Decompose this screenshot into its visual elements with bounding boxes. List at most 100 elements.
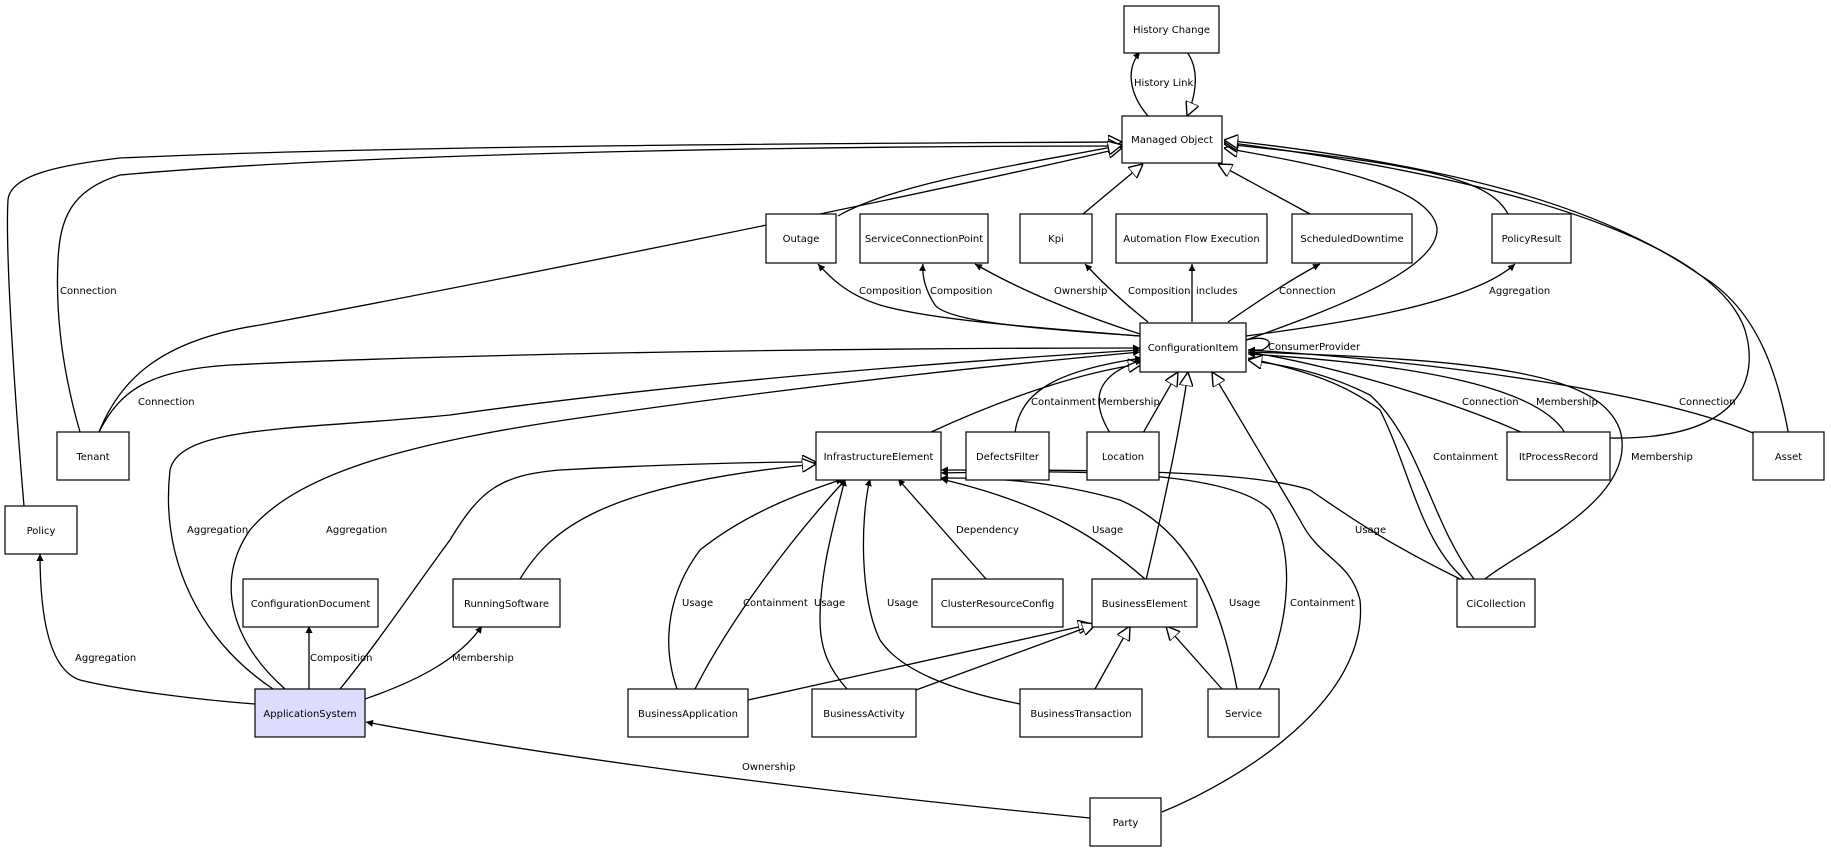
node-policy[interactable]: Policy [4,505,78,555]
node-label: ConfigurationItem [1148,343,1239,354]
node-label: InfrastructureElement [824,452,934,463]
edge-business-application-business-element [747,624,1092,701]
node-configuration-document[interactable]: ConfigurationDocument [242,578,379,628]
node-label: DefectsFilter [976,452,1040,463]
edge-outage-managed-object [837,145,1122,217]
node-business-transaction[interactable]: BusinessTransaction [1019,688,1143,738]
edge-running-software-infrastructure-element [519,464,816,580]
node-ci-collection[interactable]: CiCollection [1456,578,1536,628]
edge-application-system-ci-2 [230,349,1141,690]
edge-label-tenant-connection-ci: Connection [138,397,195,408]
node-policy-result[interactable]: PolicyResult [1491,213,1572,264]
node-label: CiCollection [1466,599,1525,610]
node-business-activity[interactable]: BusinessActivity [811,688,917,738]
node-label: History Change [1133,25,1210,36]
node-label: Managed Object [1131,135,1213,146]
edge-label-bact-usage: Usage [814,598,845,609]
edge-history-change-managed-object [1187,51,1195,116]
node-label: ItProcessRecord [1519,452,1598,463]
edge-configuration-item-managed-object [1224,148,1438,347]
edge-it-process-record-ci-membership [1247,350,1566,434]
edge-party-application-system [365,719,1091,819]
edge-label-cic-usage: Usage [1355,525,1386,536]
edge-label-ba-containment: Containment [743,598,808,609]
nodes: History Change Managed Object Outage Ser… [4,5,1825,847]
node-service[interactable]: Service [1207,688,1280,738]
node-label: ServiceConnectionPoint [865,234,983,245]
node-history-change[interactable]: History Change [1123,5,1220,54]
edge-label-cic-containment: Containment [1433,452,1498,463]
node-managed-object[interactable]: Managed Object [1121,115,1223,164]
edge-label-scp-composition: Composition [930,286,992,297]
node-label: Location [1102,452,1144,463]
edge-ci-service-connection-point [918,263,1141,337]
node-kpi[interactable]: Kpi [1019,213,1093,264]
edge-label-tenant-connection-mo: Connection [60,286,117,297]
edge-ci-collection-ie-usage [940,466,1461,580]
edge-service-business-element [1166,626,1223,690]
node-label: BusinessApplication [638,709,738,720]
edge-infrastructure-element-ci [928,364,1142,434]
node-label: BusinessActivity [823,709,905,720]
node-label: Kpi [1048,234,1064,245]
edge-label-outage-composition: Composition [859,286,921,297]
node-it-process-record[interactable]: ItProcessRecord [1506,431,1611,481]
node-defects-filter[interactable]: DefectsFilter [965,431,1050,481]
edge-label-as-aggregation-1: Aggregation [187,525,248,536]
edge-label-cd-composition: Composition [310,653,372,664]
node-scheduled-downtime[interactable]: ScheduledDowntime [1291,213,1413,264]
edge-label-policy-aggregation: Aggregation [75,653,136,664]
edge-tenant-managed-object-2 [98,148,1122,433]
node-label: BusinessTransaction [1030,709,1131,720]
node-outage[interactable]: Outage [765,213,837,264]
edge-ci-kpi-composition [1084,263,1149,323]
node-label: Tenant [75,452,109,463]
node-label: ClusterResourceConfig [941,599,1054,610]
edge-ci-collection-ci-membership [1247,348,1623,580]
edge-it-process-record-managed-object [1224,142,1750,439]
edge-business-application-ie-containment [694,478,847,690]
edge-cluster-resource-config-ie [897,478,987,580]
edge-tenant-ci-connection [98,344,1141,433]
edge-ci-policy-result [1245,263,1516,337]
edge-location-ci-membership [1098,358,1143,434]
node-cluster-resource-config[interactable]: ClusterResourceConfig [931,578,1064,628]
edge-label-itpr-membership: Membership [1536,397,1598,408]
edge-ci-consumer-provider [1245,337,1270,354]
edge-label-crc-dependency: Dependency [956,525,1019,536]
edge-label-svc-containment: Containment [1290,598,1355,609]
node-application-system[interactable]: ApplicationSystem [254,688,366,738]
edge-business-activity-ie [819,478,848,690]
node-running-software[interactable]: RunningSoftware [452,578,561,628]
node-label: Automation Flow Execution [1123,234,1260,245]
edge-ci-scheduled-downtime [1227,263,1321,323]
edge-it-process-record-ci-connection [1247,349,1524,434]
node-tenant[interactable]: Tenant [56,431,130,481]
node-label: Policy [27,526,56,537]
edge-label-history-link: History Link [1134,78,1193,89]
edge-ci-collection-ci-containment [1247,356,1465,580]
node-asset[interactable]: Asset [1752,431,1825,481]
node-configuration-item[interactable]: ConfigurationItem [1139,322,1247,373]
node-label: PolicyResult [1502,234,1562,245]
edge-labels: History Link Connection Composition Comp… [60,78,1736,773]
edge-service-ie-containment [940,469,1288,690]
node-business-element[interactable]: BusinessElement [1091,578,1198,628]
node-label: Party [1113,818,1139,829]
node-service-connection-point[interactable]: ServiceConnectionPoint [859,213,989,264]
edge-label-ba-usage: Usage [682,598,713,609]
edge-ci-collection-ci-inherit [1248,360,1475,580]
node-infrastructure-element[interactable]: InfrastructureElement [815,431,942,481]
edge-label-sd-connection: Connection [1279,286,1336,297]
edge-kpi-managed-object [1082,164,1143,215]
edge-label-svc-usage: Usage [1229,598,1260,609]
edge-business-application-ie-usage [668,477,844,690]
edge-label-consumer-provider: ConsumerProvider [1268,342,1361,353]
node-location[interactable]: Location [1086,431,1160,481]
edge-label-cic-membership: Membership [1631,452,1693,463]
node-business-application[interactable]: BusinessApplication [627,688,749,738]
edge-label-rs-membership: Membership [452,653,514,664]
node-party[interactable]: Party [1089,797,1162,847]
node-automation-flow-execution[interactable]: Automation Flow Execution [1115,213,1268,264]
node-label: ScheduledDowntime [1300,234,1403,245]
